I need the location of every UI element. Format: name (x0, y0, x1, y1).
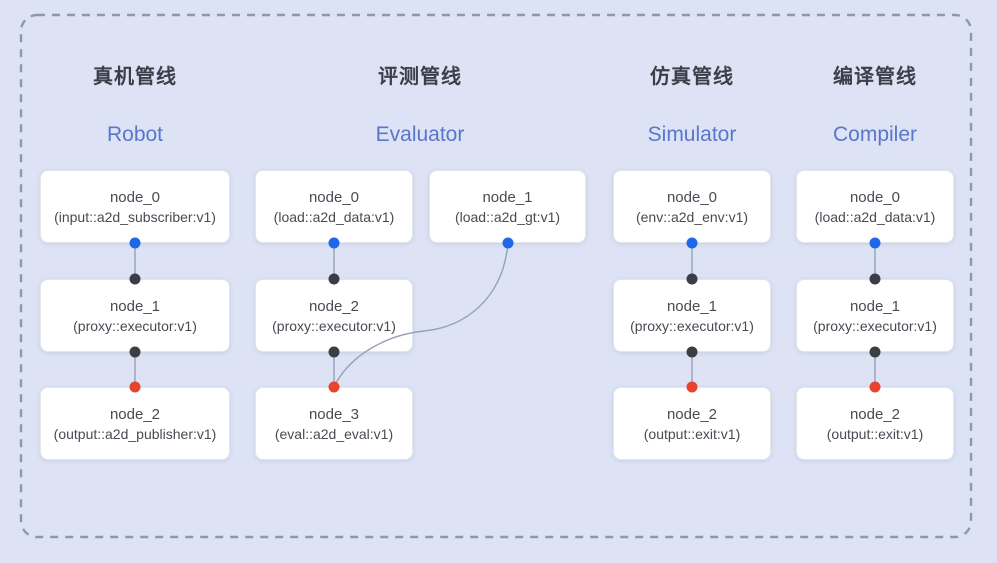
node-title: node_2 (849, 405, 901, 423)
node-title: node_2 (109, 405, 161, 423)
node-impl: (proxy::executor:v1) (813, 317, 937, 334)
pipeline-title-zh-compiler: 编译管线 (833, 66, 917, 88)
pipeline-title-zh-robot: 真机管线 (93, 66, 177, 88)
node-impl: (load::a2d_gt:v1) (454, 208, 561, 225)
node-impl: (load::a2d_data:v1) (814, 208, 936, 225)
node-impl: (env::a2d_env:v1) (635, 208, 749, 225)
node-box-evaluator-node_1: node_1 (load::a2d_gt:v1) (429, 170, 586, 243)
node-title: node_2 (666, 405, 718, 423)
node-title: node_1 (482, 188, 533, 206)
node-impl: (eval::a2d_eval:v1) (274, 425, 394, 442)
pipeline-title-en-compiler: Compiler (832, 123, 918, 146)
node-title: node_0 (109, 188, 161, 206)
node-impl: (proxy::executor:v1) (272, 317, 396, 334)
node-impl: (load::a2d_data:v1) (273, 208, 395, 225)
node-box-simulator-node_0: node_0 (env::a2d_env:v1) (613, 170, 771, 243)
node-title: node_0 (849, 188, 901, 206)
node-title: node_1 (666, 297, 718, 315)
node-box-evaluator-node_0: node_0 (load::a2d_data:v1) (255, 170, 413, 243)
node-box-simulator-node_1: node_1 (proxy::executor:v1) (613, 279, 771, 352)
pipeline-title-en-robot: Robot (106, 123, 164, 146)
node-title: node_0 (308, 188, 360, 206)
node-box-evaluator-node_2: node_2 (proxy::executor:v1) (255, 279, 413, 352)
node-box-robot-node_1: node_1 (proxy::executor:v1) (40, 279, 230, 352)
pipeline-header-evaluator: 评测管线 Evaluator (310, 64, 530, 148)
node-title: node_2 (308, 297, 360, 315)
pipeline-title-en-evaluator: Evaluator (375, 123, 465, 146)
node-box-evaluator-node_3: node_3 (eval::a2d_eval:v1) (255, 387, 413, 460)
node-box-compiler-node_0: node_0 (load::a2d_data:v1) (796, 170, 954, 243)
node-box-simulator-node_2: node_2 (output::exit:v1) (613, 387, 771, 460)
node-impl: (input::a2d_subscriber:v1) (54, 208, 216, 225)
pipeline-header-robot: 真机管线 Robot (25, 64, 245, 148)
node-title: node_0 (666, 188, 718, 206)
node-impl: (output::a2d_publisher:v1) (53, 425, 217, 442)
node-title: node_1 (109, 297, 161, 315)
node-box-compiler-node_2: node_2 (output::exit:v1) (796, 387, 954, 460)
node-box-robot-node_2: node_2 (output::a2d_publisher:v1) (40, 387, 230, 460)
node-impl: (proxy::executor:v1) (73, 317, 197, 334)
pipeline-header-compiler: 编译管线 Compiler (765, 64, 985, 148)
node-title: node_1 (849, 297, 901, 315)
pipeline-title-zh-evaluator: 评测管线 (378, 66, 462, 88)
node-box-robot-node_0: node_0 (input::a2d_subscriber:v1) (40, 170, 230, 243)
node-box-compiler-node_1: node_1 (proxy::executor:v1) (796, 279, 954, 352)
node-impl: (proxy::executor:v1) (630, 317, 754, 334)
node-impl: (output::exit:v1) (826, 425, 924, 442)
node-title: node_3 (308, 405, 360, 423)
node-impl: (output::exit:v1) (643, 425, 741, 442)
